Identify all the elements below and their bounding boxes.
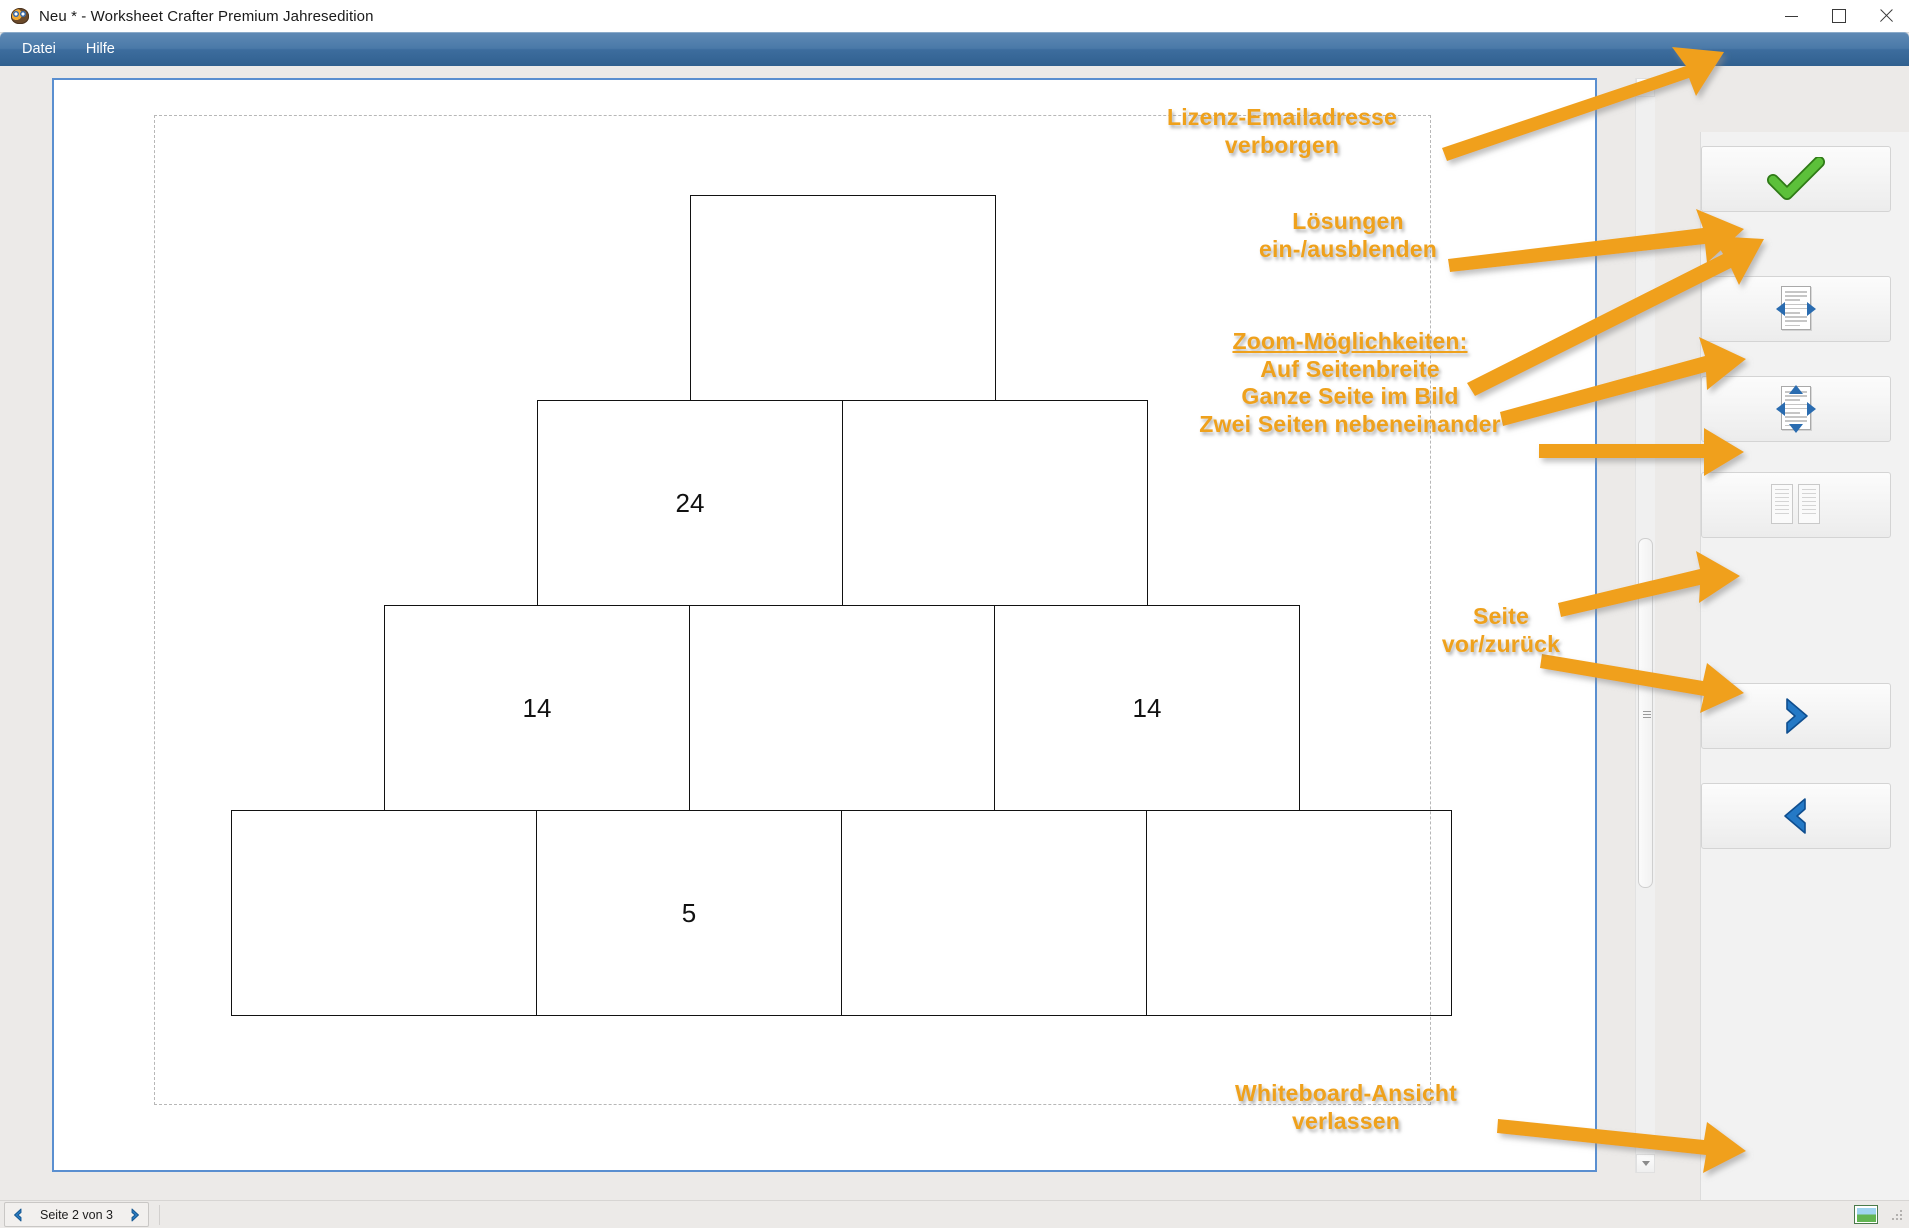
chevron-left-icon xyxy=(1773,793,1819,839)
pyramid-cell-r3c3[interactable]: 14 xyxy=(994,605,1300,811)
scrollbar-grip-icon xyxy=(1643,711,1651,718)
page-margin-guide xyxy=(154,115,1431,1105)
maximize-button[interactable] xyxy=(1815,0,1862,32)
chevron-right-icon xyxy=(1773,693,1819,739)
minimize-button[interactable] xyxy=(1768,0,1815,32)
status-right-group xyxy=(1854,1201,1909,1228)
document-area: 24 14 14 5 xyxy=(52,78,1655,1173)
fit-page-icon xyxy=(1776,385,1816,433)
annotation-license-hidden: Lizenz-Emailadresse verborgen xyxy=(1166,104,1398,158)
pyramid-cell-r2c1[interactable]: 24 xyxy=(537,400,843,606)
fit-width-icon xyxy=(1776,285,1816,333)
menu-bar: Datei Hilfe xyxy=(0,32,1909,67)
minimize-icon xyxy=(1785,15,1798,17)
worksheet-page[interactable]: 24 14 14 5 xyxy=(52,78,1597,1172)
annotation-leave-whiteboard: Whiteboard-Ansicht verlassen xyxy=(1234,1080,1458,1134)
status-bar: Seite 2 von 3 xyxy=(0,1200,1909,1228)
status-next-page-button[interactable] xyxy=(122,1204,148,1225)
whiteboard-view-icon[interactable] xyxy=(1854,1205,1878,1224)
menu-item-datei[interactable]: Datei xyxy=(22,41,56,57)
scroll-up-button[interactable] xyxy=(1636,78,1655,97)
green-check-icon xyxy=(1767,157,1825,201)
window-title: Neu * - Worksheet Crafter Premium Jahres… xyxy=(39,7,374,25)
confirm-button[interactable] xyxy=(1701,146,1891,212)
pyramid-cell-r1c1[interactable] xyxy=(690,195,996,401)
next-page-button[interactable] xyxy=(1701,683,1891,749)
two-pages-icon xyxy=(1771,484,1821,526)
annotation-zoom-options: Zoom-Möglichkeiten: Auf Seitenbreite Gan… xyxy=(1199,328,1501,437)
annotation-toggle-solutions: Lösungen ein-/ausblenden xyxy=(1258,208,1438,262)
right-toolbar xyxy=(1700,132,1909,1228)
previous-page-button[interactable] xyxy=(1701,783,1891,849)
window-controls xyxy=(1768,0,1909,32)
menu-item-hilfe[interactable]: Hilfe xyxy=(85,41,115,57)
scroll-down-button[interactable] xyxy=(1636,1154,1655,1173)
title-bar: Neu * - Worksheet Crafter Premium Jahres… xyxy=(0,0,1909,33)
chevron-down-icon xyxy=(1641,1161,1650,1166)
resize-grip-icon[interactable] xyxy=(1888,1206,1906,1224)
maximize-icon xyxy=(1831,9,1846,23)
close-icon xyxy=(1879,9,1893,23)
close-button[interactable] xyxy=(1862,0,1909,32)
two-pages-button[interactable] xyxy=(1701,472,1891,538)
pyramid-cell-r4c2[interactable]: 5 xyxy=(536,810,842,1016)
pyramid-cell-r4c3[interactable] xyxy=(841,810,1147,1016)
owl-app-icon xyxy=(10,6,30,26)
status-page-nav: Seite 2 von 3 xyxy=(4,1202,149,1227)
status-page-label: Seite 2 von 3 xyxy=(40,1207,113,1222)
workspace: 24 14 14 5 xyxy=(0,66,1909,1228)
pyramid-cell-r4c4[interactable] xyxy=(1146,810,1452,1016)
chevron-up-icon xyxy=(1641,85,1650,90)
fit-page-width-button[interactable] xyxy=(1701,276,1891,342)
status-prev-page-button[interactable] xyxy=(5,1204,31,1225)
pyramid-cell-r3c2[interactable] xyxy=(689,605,995,811)
pyramid-cell-r2c2[interactable] xyxy=(842,400,1148,606)
scrollbar-thumb[interactable] xyxy=(1638,538,1653,888)
pyramid-cell-r4c1[interactable] xyxy=(231,810,537,1016)
vertical-scrollbar[interactable] xyxy=(1635,78,1655,1173)
fit-whole-page-button[interactable] xyxy=(1701,376,1891,442)
status-separator xyxy=(158,1204,160,1225)
pyramid-cell-r3c1[interactable]: 14 xyxy=(384,605,690,811)
annotation-page-navigation: Seite vor/zurück xyxy=(1441,603,1561,657)
